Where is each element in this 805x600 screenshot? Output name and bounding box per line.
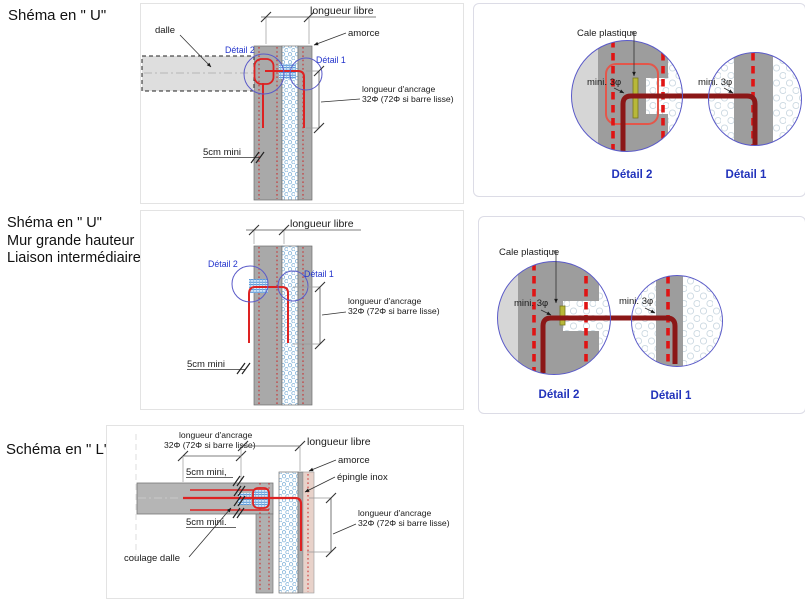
dim-ancrage-top: longueur d'ancrage 32Φ (72Φ si barre lis… bbox=[164, 430, 256, 482]
detail2-circle bbox=[497, 261, 611, 375]
detail1-caption: Détail 1 bbox=[651, 390, 693, 402]
cover-note: 5cm mini bbox=[187, 359, 251, 375]
ancrage-top-label-2: 32Φ (72Φ si barre lisse) bbox=[164, 440, 256, 450]
detail2-label: Détail 2 bbox=[208, 259, 238, 269]
detail2-caption: Détail 2 bbox=[612, 169, 653, 181]
schema-u-detail-drawing: Cale plastique mini. 3φ mini. 3φ Détail … bbox=[571, 28, 802, 181]
detail1-caption: Détail 1 bbox=[726, 169, 768, 181]
cale-leader bbox=[630, 31, 634, 76]
epingle-pin bbox=[183, 496, 303, 551]
cover-note: 5cm mini bbox=[203, 147, 265, 164]
schema-u-haut-detail-drawing: Cale plastique mini. 3φ mini. 3φ Détail … bbox=[497, 247, 723, 402]
detail1-circle bbox=[708, 52, 802, 146]
dim-longueur-libre: longueur libre bbox=[237, 436, 371, 471]
schema-u-drawing: longueur libre amorce dalle Détail 2 Dét… bbox=[141, 5, 454, 201]
ancrage-top-label-1: longueur d'ancrage bbox=[179, 430, 253, 440]
dim-longueur-libre: longueur libre bbox=[260, 5, 376, 44]
cm-mini-label: 5cm mini bbox=[187, 359, 225, 370]
ancrage-right-label-2: 32Φ (72Φ si barre lisse) bbox=[358, 518, 450, 528]
cm-mini-label: 5cm mini bbox=[203, 147, 241, 158]
rebar-pin bbox=[248, 279, 289, 343]
mini-3phi-label-d2: mini. 3φ bbox=[514, 298, 548, 309]
rebar-bend bbox=[540, 315, 678, 373]
insulation-hatch bbox=[278, 471, 299, 594]
detail2-circle bbox=[231, 265, 269, 303]
detail1-label: Détail 1 bbox=[316, 55, 346, 65]
mini-3phi-label-d2: mini. 3φ bbox=[587, 77, 621, 88]
detail2-label: Détail 2 bbox=[225, 45, 255, 55]
cm-mini-top-label: 5cm mini, bbox=[186, 467, 227, 478]
dim-ancrage-right: longueur d'ancrage 32Φ (72Φ si barre lis… bbox=[307, 492, 450, 558]
insulation-hatch bbox=[281, 245, 299, 406]
slab-dalle bbox=[141, 55, 255, 92]
schema-u-haut-panel: longueur libre Détail 2 Détail 1 longueu… bbox=[140, 210, 464, 410]
ancrage-label-1: longueur d'ancrage bbox=[348, 296, 422, 306]
ancrage-label-2: 32Φ (72Φ si barre lisse) bbox=[348, 306, 440, 316]
cm-mini-bottom-label: 5cm mini. bbox=[186, 517, 227, 528]
cale-plastique-label: Cale plastique bbox=[577, 28, 637, 39]
schema-u-haut-detail-panel: Cale plastique mini. 3φ mini. 3φ Détail … bbox=[478, 216, 805, 414]
dalle-label: dalle bbox=[155, 25, 175, 36]
ancrage-label-1: longueur d'ancrage bbox=[362, 84, 436, 94]
cale-leader bbox=[552, 250, 556, 303]
amorce-leader bbox=[308, 459, 337, 472]
epingle-leader bbox=[304, 476, 336, 493]
dim-ancrage: longueur d'ancrage 32Φ (72Φ si barre lis… bbox=[293, 281, 440, 350]
schema-u-detail-panel: Cale plastique mini. 3φ mini. 3φ Détail … bbox=[473, 3, 805, 197]
detail2-circle bbox=[571, 40, 683, 152]
title-line-2: Mur grande hauteur bbox=[7, 232, 135, 249]
coulage-leader bbox=[188, 507, 232, 558]
detail2-circle bbox=[243, 53, 285, 95]
amorce-label: amorce bbox=[348, 28, 380, 39]
longueur-libre-label: longueur libre bbox=[310, 5, 374, 17]
cover-note-bottom: 5cm mini. bbox=[186, 507, 245, 528]
detail1-label: Détail 1 bbox=[304, 269, 334, 279]
schema-u-panel: longueur libre amorce dalle Détail 2 Dét… bbox=[140, 3, 464, 204]
amorce-label: amorce bbox=[338, 455, 370, 466]
title-line-1: Shéma en " U" bbox=[7, 215, 102, 231]
detail2-caption: Détail 2 bbox=[539, 389, 580, 401]
title-line-3: Liaison intermédiaire bbox=[7, 250, 141, 266]
detail1-circle bbox=[631, 275, 723, 367]
schema-l-drawing: longueur d'ancrage 32Φ (72Φ si barre lis… bbox=[124, 430, 450, 594]
longueur-libre-label: longueur libre bbox=[290, 218, 354, 230]
slab-rebar bbox=[183, 487, 303, 551]
detail1-circle bbox=[277, 270, 309, 302]
schema-u-haut-drawing: longueur libre Détail 2 Détail 1 longueu… bbox=[187, 218, 440, 406]
wall-section bbox=[253, 245, 313, 406]
schema-l-panel: longueur d'ancrage 32Φ (72Φ si barre lis… bbox=[106, 425, 464, 599]
longueur-libre-label: longueur libre bbox=[307, 436, 371, 448]
title-schema-u: Shéma en " U" bbox=[8, 7, 107, 24]
ancrage-right-label-1: longueur d'ancrage bbox=[358, 508, 432, 518]
mini-3phi-label-d1: mini. 3φ bbox=[619, 296, 653, 307]
cover-note-top: 5cm mini, bbox=[186, 467, 246, 507]
epingle-inox-label: épingle inox bbox=[337, 472, 388, 483]
cale-plastique-label: Cale plastique bbox=[499, 247, 559, 258]
dim-longueur-libre: longueur libre bbox=[246, 218, 361, 244]
dalle-leader bbox=[179, 34, 212, 68]
amorce-leader bbox=[313, 32, 347, 46]
detail1-circle bbox=[289, 57, 323, 91]
title-schema-l: Schéma en " L" bbox=[6, 441, 110, 458]
amorce-band bbox=[302, 471, 315, 594]
mini-3phi-label-d1: mini. 3φ bbox=[698, 77, 732, 88]
rebar-bend bbox=[620, 93, 758, 151]
ancrage-label-2: 32Φ (72Φ si barre lisse) bbox=[362, 94, 454, 104]
dim-ancrage: longueur d'ancrage 32Φ (72Φ si barre lis… bbox=[306, 65, 454, 134]
coulage-dalle-label: coulage dalle bbox=[124, 553, 180, 564]
